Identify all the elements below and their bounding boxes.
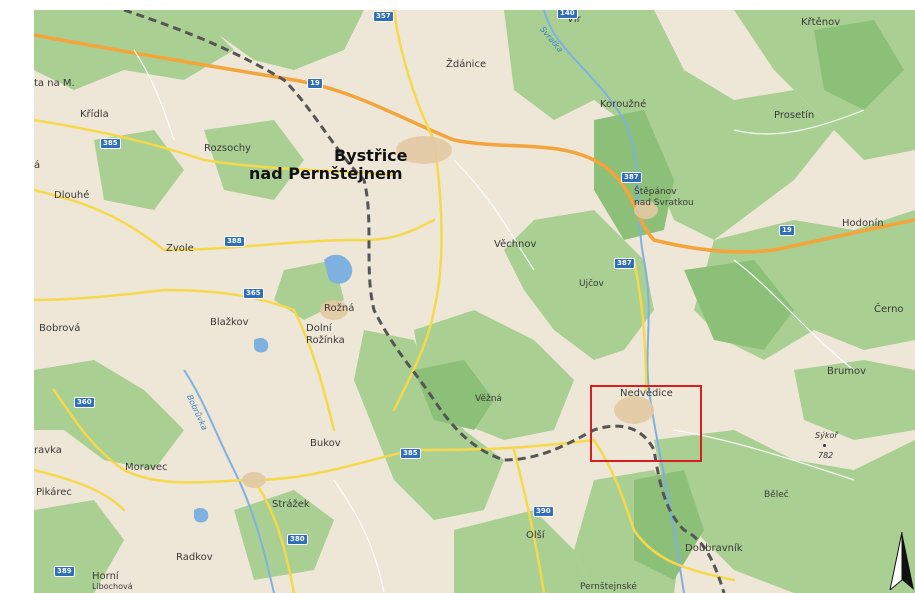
label-dolni-line2: Rožínka	[306, 335, 345, 346]
label-nedvedice: Nedvědice	[620, 388, 673, 399]
main-roads	[34, 33, 915, 254]
label-bystrice: Bystřice nad Pernštejnem	[244, 147, 408, 183]
road-shield-390: 390	[533, 506, 554, 517]
label-moravec: Moravec	[125, 462, 168, 473]
road-shield-19b: 19	[779, 225, 795, 236]
label-bukov: Bukov	[310, 438, 341, 449]
label-horni-line1: Horní	[92, 571, 119, 582]
label-stepanov: Štěpánov nad Svratkou	[634, 187, 694, 209]
label-pikarec: Pikárec	[36, 487, 72, 498]
road-shield-389: 389	[54, 566, 75, 577]
road-shield-360: 360	[74, 397, 95, 408]
label-brumov: Brumov	[827, 366, 867, 377]
label-sykor-alt: 782	[818, 451, 834, 460]
road-shield-387b: 387	[614, 258, 635, 269]
label-vechnov: Věchnov	[494, 239, 537, 250]
peak-dot	[823, 444, 826, 447]
minor-roads	[133, 49, 865, 593]
road-shield-385b: 385	[400, 448, 421, 459]
label-pernstejnske: Pernštejnské	[580, 582, 637, 592]
label-horni-line2: Libochová	[92, 582, 133, 591]
label-kridla: Křídla	[80, 109, 109, 120]
label-dolni-line1: Dolní	[306, 323, 332, 334]
road-shield-19a: 19	[307, 78, 323, 89]
label-prosetin: Prosetín	[774, 110, 815, 121]
highlight-area-nedvedice	[590, 385, 702, 462]
label-ujcov: Ujčov	[579, 279, 604, 289]
label-zvole: Zvole	[166, 243, 194, 254]
label-doubravnik: Doubravník	[685, 543, 743, 554]
road-shield-357: 357	[373, 11, 394, 22]
map-view[interactable]: Bystřice nad Pernštejnem Ždánice Vír Křt…	[34, 10, 915, 593]
map-base	[34, 10, 915, 593]
water-layer	[194, 254, 353, 523]
label-olsi: Olší	[526, 530, 545, 541]
label-rozsochy: Rozsochy	[204, 143, 251, 154]
label-horni-libochova: Horní Libochová	[92, 572, 133, 592]
label-ta-na-m: ta na M.	[34, 78, 75, 89]
label-zdanice: Ždánice	[446, 59, 487, 70]
label-hodonin: Hodonín	[842, 218, 884, 229]
label-radkov: Radkov	[176, 552, 213, 563]
road-shield-388: 388	[224, 236, 245, 247]
label-korouzne: Koroužné	[600, 99, 647, 110]
district-boundary	[123, 10, 726, 593]
label-avka: ravka	[34, 445, 62, 456]
label-stepanov-line2: nad Svratkou	[634, 198, 694, 208]
road-shield-385: 385	[100, 138, 121, 149]
river-layer	[183, 10, 685, 593]
label-blazkov: Blažkov	[210, 317, 249, 328]
label-belec: Běleč	[764, 490, 789, 500]
label-dolni-rozinka: Dolní Rožínka	[306, 323, 345, 347]
label-stepanov-line1: Štěpánov	[634, 187, 677, 197]
secondary-roads	[34, 10, 736, 593]
road-shield-387a: 387	[621, 172, 642, 183]
label-bystrice-line1: Bystřice	[334, 146, 408, 165]
label-krtenov: Křtěnov	[801, 17, 841, 28]
label-left-partial: á	[34, 160, 41, 171]
label-cerno: Černo	[874, 304, 904, 315]
label-sykor: Sýkoř	[815, 431, 838, 440]
label-vezna: Věžná	[475, 394, 502, 404]
label-rozna: Rožná	[324, 303, 355, 314]
road-shield-380: 380	[287, 534, 308, 545]
label-strazek: Strážek	[272, 499, 310, 510]
town-areas	[242, 136, 658, 488]
label-bobrova: Bobrová	[39, 323, 81, 334]
road-shield-365: 365	[243, 288, 264, 299]
road-shield-140: 140	[557, 10, 578, 19]
label-dlouhe: Dlouhé	[54, 190, 90, 201]
label-bystrice-line2: nad Pernštejnem	[249, 164, 403, 183]
north-arrow-icon	[889, 532, 914, 590]
label-vir: Vír	[567, 14, 581, 25]
